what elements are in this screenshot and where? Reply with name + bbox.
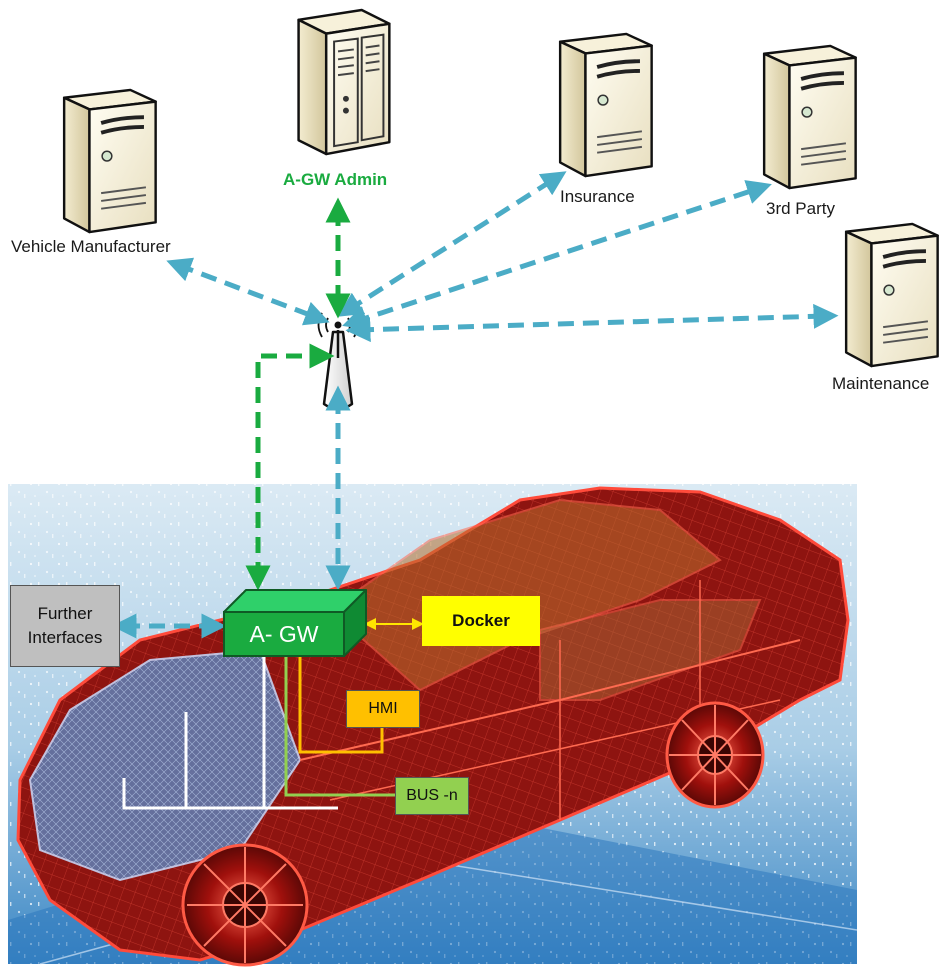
label-agw-admin: A-GW Admin — [283, 170, 388, 189]
link-third-party — [342, 180, 772, 330]
server-insurance-icon — [558, 32, 654, 178]
car-wireframe — [16, 486, 850, 967]
bus-box: BUS -n — [395, 777, 469, 815]
antenna-icon — [317, 312, 359, 411]
agw-gateway-label: A- GW — [249, 620, 319, 647]
server-third-party-icon — [762, 44, 858, 190]
link-maintenance — [345, 303, 839, 343]
label-third-party: 3rd Party — [766, 199, 835, 218]
label-insurance: Insurance — [560, 187, 635, 206]
server-maintenance-icon — [844, 222, 940, 368]
agw-gateway-box — [223, 589, 367, 657]
label-maintenance: Maintenance — [832, 374, 930, 393]
server-vehicle-manufacturer-icon — [62, 88, 158, 234]
gateway-wiring — [122, 618, 424, 810]
admin-links — [245, 197, 351, 591]
further-interfaces-box: Further Interfaces — [10, 585, 120, 667]
label-vehicle-manufacturer: Vehicle Manufacturer — [11, 237, 171, 256]
hmi-box: HMI — [346, 690, 420, 728]
docker-box: Docker — [422, 596, 540, 646]
cloud-links — [111, 171, 839, 639]
server-agw-admin-icon — [297, 8, 391, 156]
link-vehicle-manufacturer — [166, 257, 330, 326]
link-admin-gateway — [245, 343, 335, 591]
